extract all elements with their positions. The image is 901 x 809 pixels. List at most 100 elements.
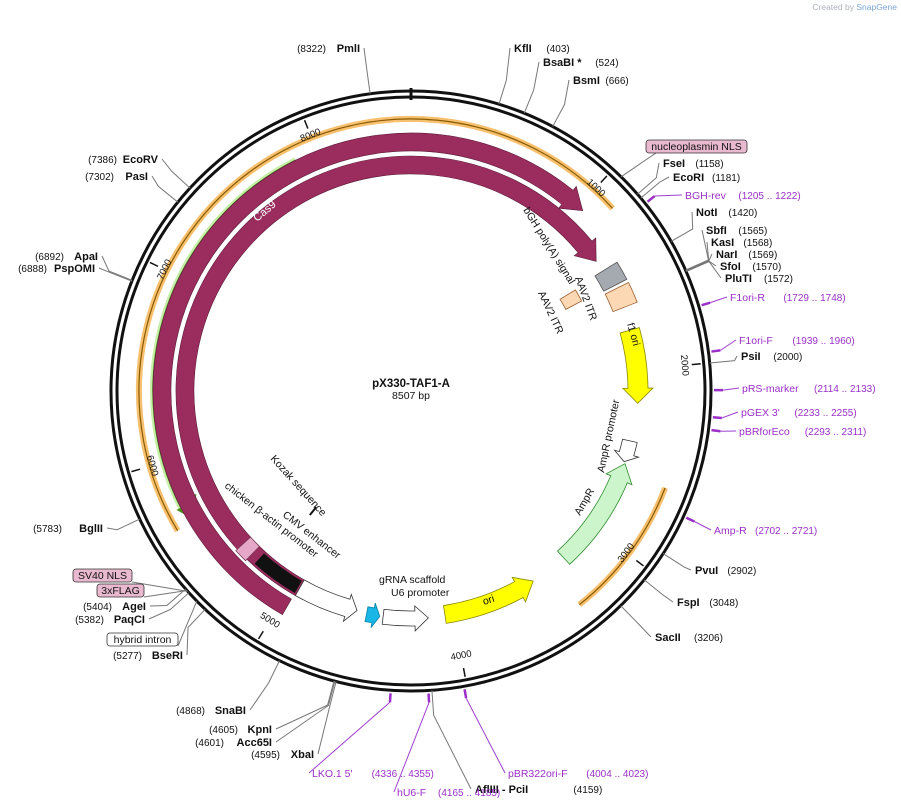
site-name-2: BsaBI * xyxy=(543,57,582,69)
site-name-20: SnaBI xyxy=(215,705,246,717)
primer-range-6: (2702 .. 2721) xyxy=(755,526,817,537)
primer-range-0: (1205 .. 1222) xyxy=(738,191,800,202)
primer-name-2: F1ori-F xyxy=(739,335,773,347)
box-label-2: 3xFLAG xyxy=(101,585,140,597)
site-pos-11: (1572) xyxy=(764,274,793,285)
primer-range-5: (2293 .. 2311) xyxy=(805,427,867,438)
primer-leader-1 xyxy=(710,296,728,304)
site-name-14: FspI xyxy=(677,597,700,609)
primer-name-8: hU6-F xyxy=(397,787,426,799)
site-name-23: AgeI xyxy=(122,601,146,613)
site-name-25: PspOMI xyxy=(54,263,95,275)
hybrid-intron-block xyxy=(235,536,261,562)
box-3 xyxy=(106,632,179,647)
primer-mark-8 xyxy=(427,693,431,703)
site-leader-21 xyxy=(186,608,206,656)
credit-prefix: Created by xyxy=(812,2,854,12)
site-name-11: PluTI xyxy=(725,273,752,285)
site-pos-15: (3206) xyxy=(694,633,723,644)
site-pos-16: (4159) xyxy=(573,785,602,796)
site-name-12: PsiI xyxy=(741,351,761,363)
site-pos-3: (666) xyxy=(605,76,628,87)
site-leader-2 xyxy=(523,61,540,114)
primer-leader-2 xyxy=(720,339,737,351)
site-leader-23 xyxy=(149,588,186,607)
grna-scaffold-arrow xyxy=(364,602,381,628)
site-pos-25: (6888) xyxy=(18,264,47,275)
site-pos-12: (2000) xyxy=(773,352,802,363)
primer-name-1: F1ori-R xyxy=(730,292,765,304)
primer-name-9: LKO.1 5' xyxy=(312,768,353,780)
site-pos-1: (403) xyxy=(546,44,569,55)
site-leader-24 xyxy=(106,518,140,531)
site-pos-28: (7386) xyxy=(88,155,117,166)
site-leader-1 xyxy=(498,47,511,105)
cas9-inner-label: Cas9 xyxy=(283,240,311,265)
tick-7000 xyxy=(149,261,159,268)
site-pos-0: (8322) xyxy=(297,44,326,55)
site-pos-14: (3048) xyxy=(709,598,738,609)
box-2 xyxy=(96,583,145,598)
ampr-promoter-arrow xyxy=(613,438,640,463)
aav2-itr-b-label: AAV2 ITR xyxy=(535,289,565,336)
tick-label-5000: 5000 xyxy=(258,610,282,630)
site-pos-27: (7302) xyxy=(85,172,114,183)
site-leader-18 xyxy=(275,681,336,743)
site-name-6: NotI xyxy=(696,207,717,219)
primer-range-4: (2233 .. 2255) xyxy=(794,408,856,419)
site-name-27: PasI xyxy=(125,171,148,183)
site-pos-18: (4601) xyxy=(195,738,224,749)
site-leader-27 xyxy=(151,175,179,203)
tick-2000 xyxy=(691,363,701,366)
site-leader-11 xyxy=(685,260,722,279)
site-name-13: PvuI xyxy=(695,565,718,577)
box-label-1: SV40 NLS xyxy=(78,570,127,582)
site-pos-22: (5382) xyxy=(75,615,104,626)
site-pos-20: (4868) xyxy=(176,706,205,717)
site-pos-10: (1570) xyxy=(752,262,781,273)
site-leader-0 xyxy=(363,47,371,94)
site-name-8: KasI xyxy=(711,237,734,249)
primer-leader-8 xyxy=(393,702,430,793)
site-name-16: AflIII - PciI xyxy=(475,784,528,796)
box-label-3: hybrid intron xyxy=(114,634,172,646)
orf-arc-ampr-line xyxy=(578,487,666,606)
cas9-inner-arrow xyxy=(175,155,597,601)
site-pos-13: (2902) xyxy=(727,566,756,577)
tick-label-2000: 2000 xyxy=(678,354,691,376)
primer-sites: BGH-rev(1205 .. 1222)F1ori-R(1729 .. 174… xyxy=(308,190,876,799)
grna-label: gRNA scaffold xyxy=(379,574,446,586)
site-pos-19: (4605) xyxy=(209,725,238,736)
site-name-22: PaqCI xyxy=(114,614,145,626)
box-leader-3 xyxy=(177,600,198,647)
tick-6000 xyxy=(131,468,141,473)
site-pos-17: (4595) xyxy=(251,750,280,761)
site-pos-9: (1569) xyxy=(748,250,777,261)
ori-arrow xyxy=(443,576,534,624)
site-pos-23: (5404) xyxy=(83,602,112,613)
site-leader-5 xyxy=(640,176,670,199)
site-leader-12 xyxy=(709,355,738,364)
site-pos-2: (524) xyxy=(595,58,618,69)
plasmid-name: pX330-TAF1-A xyxy=(372,378,450,390)
site-pos-8: (1568) xyxy=(743,238,772,249)
box-0 xyxy=(645,139,748,154)
chicken-actin-promoter-block xyxy=(254,553,302,593)
primer-name-5: pBRforEco xyxy=(739,426,790,438)
primer-range-8: (4165 .. 4185) xyxy=(438,788,500,799)
tick-label-7000: 7000 xyxy=(155,258,174,282)
aav2-itr-b-block xyxy=(559,289,583,310)
site-name-1: KflI xyxy=(514,43,532,55)
site-name-15: SacII xyxy=(655,632,681,644)
primer-mark-5 xyxy=(711,428,721,433)
primer-name-3: pRS-marker xyxy=(742,383,799,395)
site-name-3: BsmI xyxy=(573,75,600,87)
primer-range-3: (2114 .. 2133) xyxy=(814,384,876,395)
box-label-0: nucleoplasmin NLS xyxy=(651,141,741,153)
features xyxy=(152,132,654,632)
primer-range-1: (1729 .. 1748) xyxy=(783,293,845,304)
site-leader-7 xyxy=(685,229,710,271)
primer-leader-6 xyxy=(694,521,712,531)
